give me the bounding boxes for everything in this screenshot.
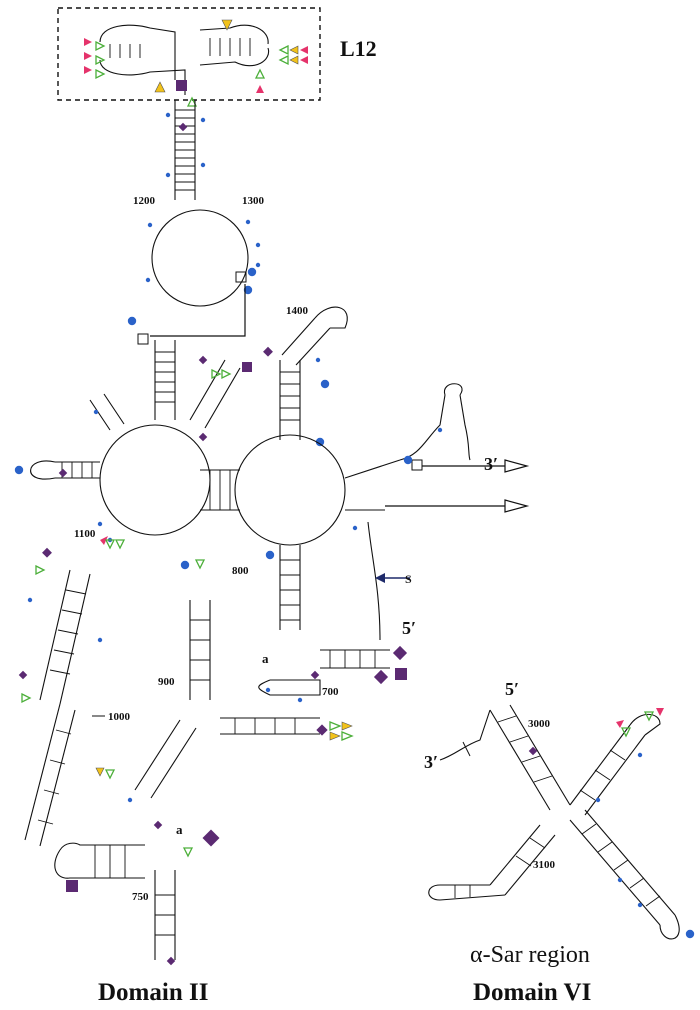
s-marker-label: S [405,572,412,586]
five-prime-label: 5′ [505,679,519,699]
l12-dashed-box [57,7,321,101]
yellow-triangle-marker [289,55,299,65]
three-prime-label: 3′ [484,454,498,474]
green-triangle-marker [254,68,266,79]
green-triangle-marker [95,68,106,80]
l12-label: L12 [340,36,377,61]
number-label: 1400 [286,305,309,317]
green-triangle-marker [95,54,106,66]
loop-1200-1300: 1200 1300 [127,195,265,345]
right-multiloop: 800 [180,434,401,577]
green-triangle-marker [95,40,106,52]
domain2-caption: Domain II [98,979,208,1006]
domain2-middle-stems: a 700 [258,545,390,703]
sar-region-caption: α-Sar region [470,942,590,968]
green-triangle-marker [278,44,289,56]
hairpin-1400: 1400 [263,305,348,447]
red-triangle-marker [256,85,264,93]
hairpin-750: 750 a [54,820,220,966]
yellow-triangle-marker [289,45,299,55]
three-prime-label: 3′ [424,752,438,772]
red-triangle-marker [300,46,308,54]
l12-region: L12 [57,7,377,107]
red-triangle-marker [300,56,308,64]
red-triangle-marker [84,66,92,74]
left-multiloop: 1100 [14,393,211,550]
number-label: 3000 [528,718,551,730]
number-label: 700 [322,686,339,698]
domain2-900-region: 900 [95,600,354,803]
red-triangle-marker [84,52,92,60]
number-label: 1000 [108,711,131,723]
yellow-triangle-marker [154,81,166,93]
number-label: 1100 [74,528,96,540]
green-triangle-marker [186,96,198,107]
number-label: 1200 [133,195,156,207]
a-marker-label: a [262,651,269,666]
domain2-right-arm: 3′ S 5′ [367,383,530,685]
green-triangle-marker [278,54,289,66]
five-prime-label: 5′ [402,618,416,638]
domain2-upper-stem [165,100,206,200]
number-label: 1300 [242,195,265,207]
domain2-central-stem [154,340,252,442]
number-label: 900 [158,676,175,688]
number-label: 750 [132,891,149,903]
number-label: 800 [232,565,249,577]
purple-square-marker [176,80,187,91]
domain2-left-arm: 1000 [18,547,131,847]
domain6-structure: 5′ 3′ 3000 3100 [424,679,695,940]
number-label: 3100 [533,859,556,871]
red-triangle-marker [84,38,92,46]
domain6-caption: Domain VI [473,979,591,1006]
a-marker-label: a [176,822,183,837]
yellow-triangle-marker [221,19,233,31]
